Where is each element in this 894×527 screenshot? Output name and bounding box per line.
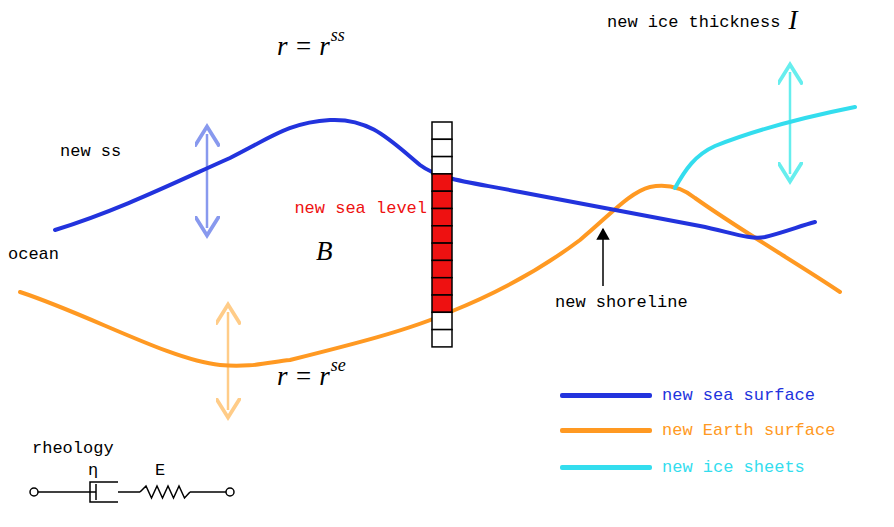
legend-swatch (560, 428, 652, 433)
column-cell (432, 122, 452, 139)
column-cell (432, 330, 452, 347)
column-cell (432, 295, 452, 312)
legend-swatch (560, 465, 652, 470)
math-symbol: B (316, 237, 333, 267)
ice-sheet (675, 107, 855, 188)
column-cell (432, 157, 452, 174)
earth-surface-arrow (227, 312, 230, 410)
column-cell (432, 139, 452, 156)
sea-surface-arrow (206, 134, 209, 228)
legend-text: new Earth surface (662, 421, 835, 440)
annotation: new ice thickness (607, 14, 780, 33)
column-cell (432, 312, 452, 329)
legend-row: new ice sheets (560, 458, 805, 477)
column-cell (432, 226, 452, 243)
column-cell (432, 243, 452, 260)
annotation: new sea level (294, 200, 427, 219)
column-cell (432, 209, 452, 226)
column-cell (432, 191, 452, 208)
symbol: E (155, 462, 165, 481)
sea-level-column (432, 122, 452, 347)
annotation: rheology (32, 440, 114, 459)
sea-surface (55, 120, 815, 238)
annotation: ocean (8, 246, 59, 265)
annotation: new ss (60, 143, 121, 162)
column-cell (432, 278, 452, 295)
column-cell (432, 174, 452, 191)
column-cell (432, 260, 452, 277)
superscript: ss (331, 26, 345, 46)
legend-swatch (560, 393, 652, 398)
math-label: r = r (277, 32, 330, 62)
legend-row: new sea surface (560, 386, 815, 405)
symbol: η (88, 462, 98, 481)
shoreline-pointer (602, 229, 604, 286)
legend-text: new sea surface (662, 386, 815, 405)
math-label: r = r (277, 362, 330, 392)
annotation: new shoreline (555, 294, 688, 313)
math-symbol: I (788, 6, 797, 36)
superscript: se (331, 356, 346, 376)
legend-text: new ice sheets (662, 458, 805, 477)
legend-row: new Earth surface (560, 421, 835, 440)
earth-surface (20, 186, 840, 366)
maxwell-symbol (30, 482, 234, 502)
